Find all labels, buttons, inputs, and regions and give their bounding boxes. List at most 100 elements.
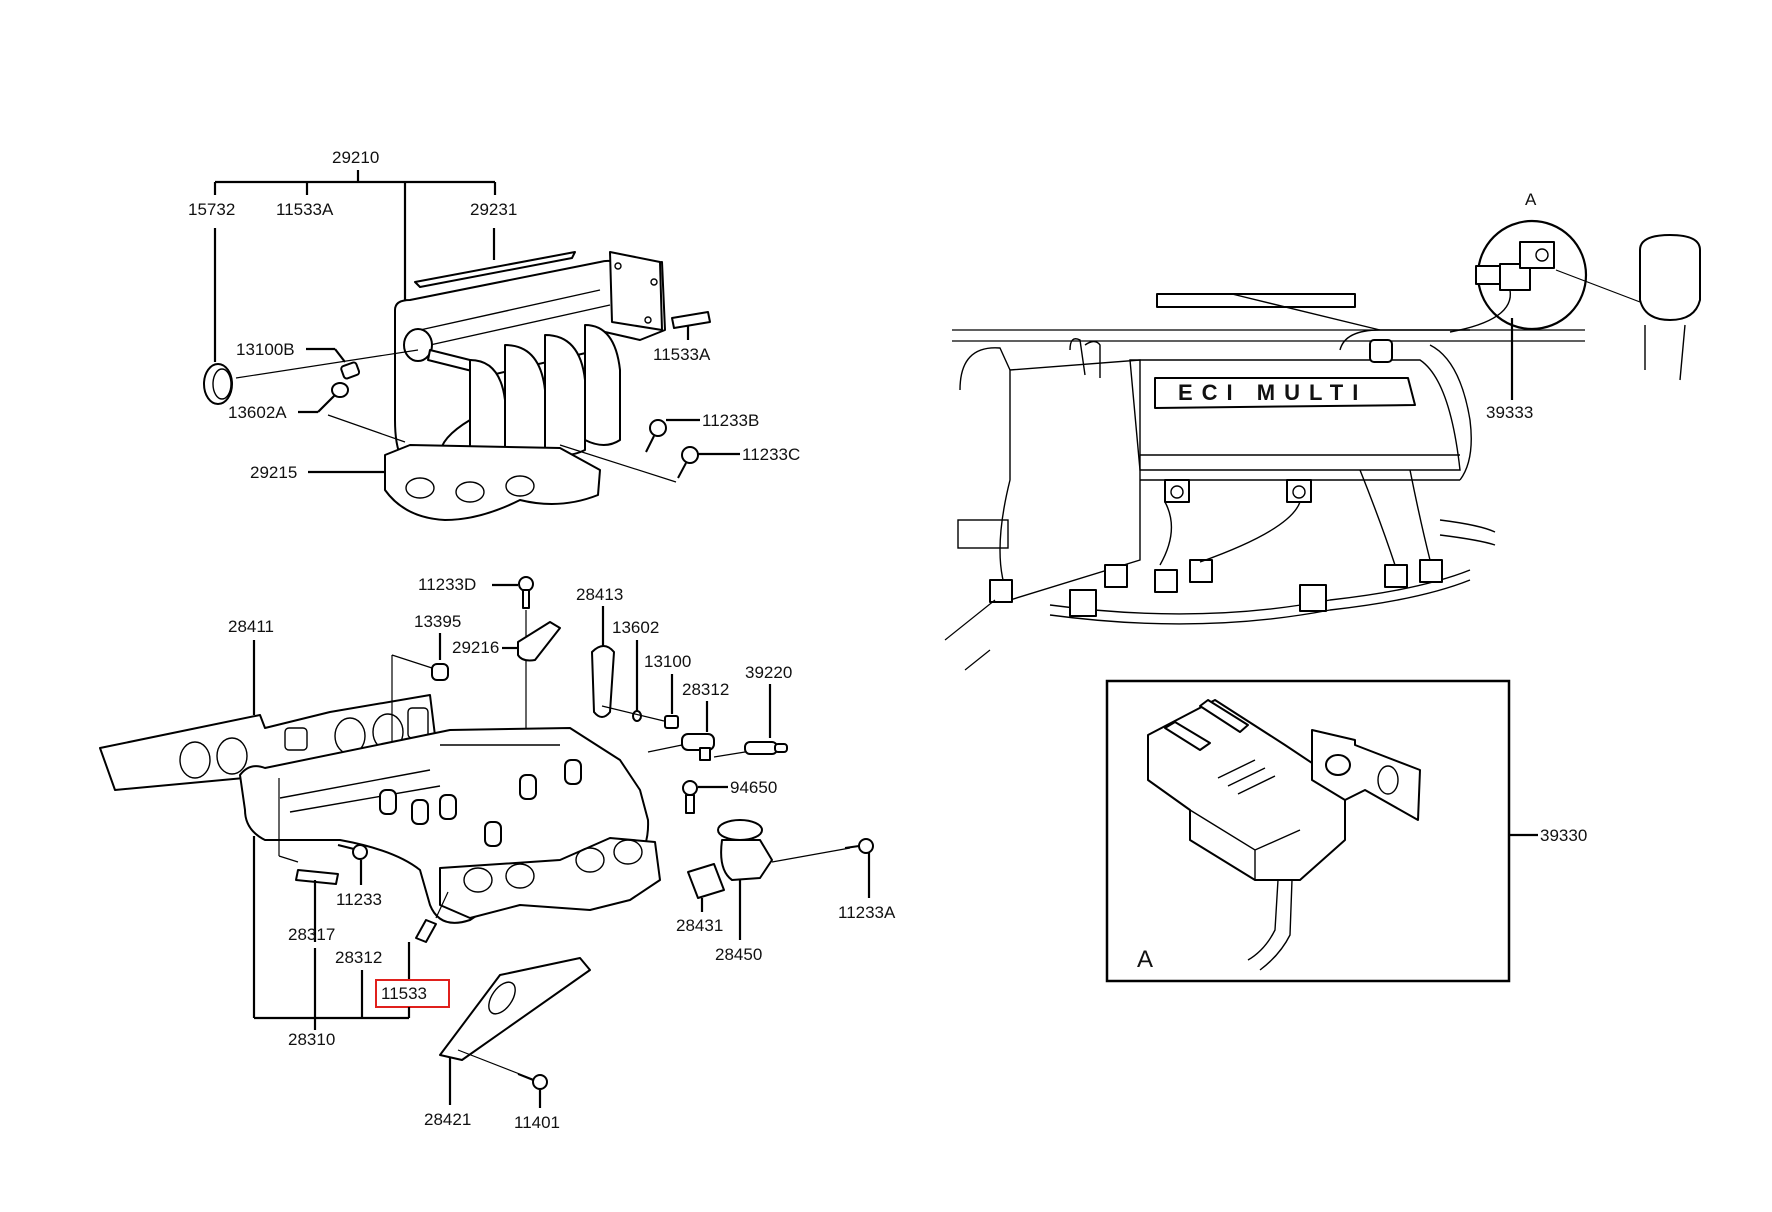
assembly-line: [391, 654, 433, 669]
manifold-boss: [439, 794, 457, 820]
label-28312-upper[interactable]: 28312: [682, 680, 729, 699]
manifold-port: [403, 328, 433, 362]
label-11233C[interactable]: 11233C: [742, 445, 800, 464]
label-29216[interactable]: 29216: [452, 638, 499, 657]
label-39330[interactable]: 39330: [1540, 826, 1587, 845]
label-28450[interactable]: 28450: [715, 945, 762, 964]
label-39220[interactable]: 39220: [745, 663, 792, 682]
sensor-connector-small: [1475, 265, 1503, 285]
sensor-terminal: [1199, 699, 1249, 733]
label-13602[interactable]: 13602: [612, 618, 659, 637]
harness-clip: [1069, 589, 1097, 617]
label-28431[interactable]: 28431: [676, 916, 723, 935]
flange-hole: [650, 278, 658, 286]
bracket-hole: [488, 981, 516, 1015]
gasket-port: [179, 741, 211, 779]
flange-port: [613, 839, 643, 865]
stud-28317: [295, 869, 339, 885]
assembly-line: [601, 705, 665, 722]
bolt-11233D: [518, 576, 534, 609]
label-28421[interactable]: 28421: [424, 1110, 471, 1129]
wires: [1439, 519, 1496, 546]
harness-clip: [1299, 584, 1327, 612]
label-28413[interactable]: 28413: [576, 585, 623, 604]
intake-hose: [1639, 234, 1701, 321]
gasket-29215: [384, 444, 601, 521]
label-11401[interactable]: 11401: [514, 1113, 560, 1132]
detail-a-group: A 39330: [1105, 679, 1587, 983]
label-29210[interactable]: 29210: [332, 148, 379, 167]
hose-tube: [1644, 324, 1686, 381]
injector-connector: [1419, 559, 1443, 583]
bolt-11401: [517, 1073, 548, 1090]
injector-wires: [1159, 469, 1431, 566]
flange-port: [463, 867, 493, 893]
bolt-11233C: [677, 446, 699, 479]
sensor-terminal: [1164, 721, 1211, 751]
bracket-hole: [1377, 765, 1399, 795]
sensor-39220: [744, 741, 788, 755]
label-11233[interactable]: 11233: [336, 890, 382, 909]
sensor-cable: [1247, 879, 1293, 971]
label-29231[interactable]: 29231: [470, 200, 517, 219]
detail-a-callout-label[interactable]: A: [1525, 190, 1537, 209]
gasket-port-square: [284, 727, 308, 751]
bolt-11233: [337, 844, 368, 860]
plenum-bolt: [1286, 479, 1312, 503]
manifold-boss: [484, 821, 502, 847]
runner-4: [584, 324, 621, 446]
egr-valve-top: [717, 819, 763, 841]
bracket-29216: [517, 621, 561, 662]
injector-connector: [1154, 569, 1178, 593]
injector-connector: [1384, 564, 1408, 588]
label-39333[interactable]: 39333: [1486, 403, 1533, 422]
flange-hole: [644, 316, 652, 324]
label-29215[interactable]: 29215: [250, 463, 297, 482]
injector-connector: [1104, 564, 1128, 588]
detail-a-frame: [1105, 679, 1511, 983]
label-28312-lower[interactable]: 28312: [335, 948, 382, 967]
gasket-port: [216, 737, 248, 775]
label-28411[interactable]: 28411: [228, 617, 274, 636]
stud-11533: [415, 919, 437, 943]
hose: [959, 347, 1011, 391]
hoses: [1069, 338, 1101, 378]
label-15732[interactable]: 15732: [188, 200, 235, 219]
gasket-28431: [687, 863, 725, 899]
label-11533A-top[interactable]: 11533A: [276, 200, 334, 219]
label-11533A-stud[interactable]: 11533A: [653, 345, 711, 364]
injector-connector: [1189, 559, 1213, 583]
assembly-line: [559, 444, 677, 483]
hose-fitting: [1369, 339, 1393, 363]
manifold-boss: [379, 789, 397, 815]
label-94650[interactable]: 94650: [730, 778, 777, 797]
bracket-28421: [439, 957, 591, 1061]
label-28317[interactable]: 28317: [288, 925, 335, 944]
label-11233B[interactable]: 11233B: [702, 411, 759, 430]
flange-port: [505, 863, 535, 889]
label-11233A[interactable]: 11233A: [838, 903, 896, 922]
label-28310[interactable]: 28310: [288, 1030, 335, 1049]
gasket-port: [505, 475, 535, 497]
bolt-11233B: [645, 419, 667, 453]
gasket-port: [405, 477, 435, 499]
label-13602A[interactable]: 13602A: [228, 403, 287, 422]
cap-13395: [431, 663, 449, 681]
sensor-94650: [682, 780, 698, 814]
manifold-boss: [411, 799, 429, 825]
manifold-ridges: [419, 289, 611, 346]
label-13395[interactable]: 13395: [414, 612, 461, 631]
label-11533[interactable]: 11533: [381, 984, 427, 1003]
nut-13100B: [340, 361, 361, 380]
plenum-lines: [1140, 454, 1460, 481]
assembly-line: [327, 414, 406, 443]
label-13100B[interactable]: 13100B: [236, 340, 295, 359]
fuel-rail-end: [957, 519, 1009, 549]
assembly-line: [235, 349, 419, 379]
assembly-line: [713, 751, 746, 758]
manifold-boss: [519, 774, 537, 800]
label-13100[interactable]: 13100: [644, 652, 691, 671]
manifold-boss: [564, 759, 582, 785]
label-11233D[interactable]: 11233D: [418, 575, 476, 594]
